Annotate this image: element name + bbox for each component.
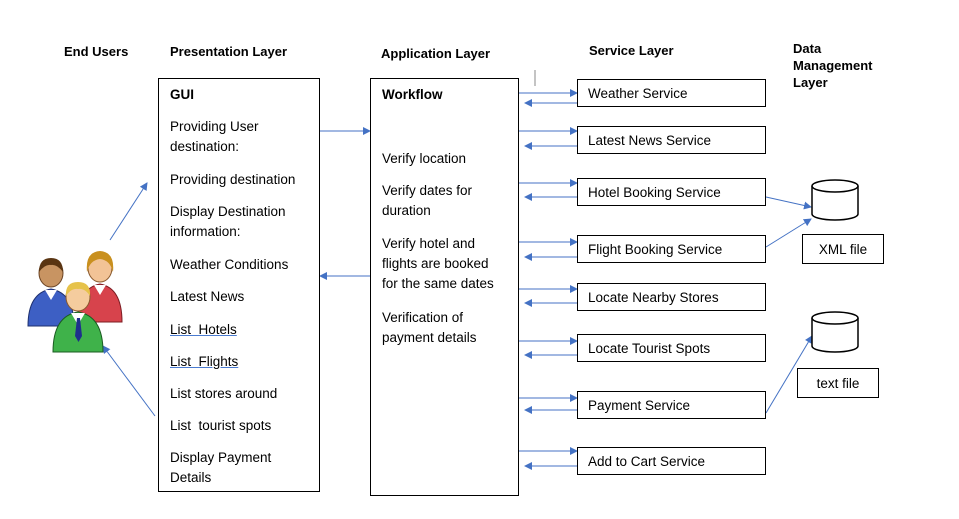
pres-item-link: List Flights xyxy=(170,354,239,369)
workflow-title: Workflow xyxy=(382,87,443,102)
service-add-to-cart: Add to Cart Service xyxy=(577,447,766,475)
service-flight-booking: Flight Booking Service xyxy=(577,235,766,263)
pres-item: Providing destination xyxy=(170,172,296,187)
text-database-icon xyxy=(811,311,859,353)
users-group-icon xyxy=(27,251,123,353)
payment-to-text-arrow xyxy=(765,335,813,414)
pres-item: List tourist spots xyxy=(170,418,272,433)
pres-item: Latest News xyxy=(170,289,245,304)
hotel-to-xml-arrow xyxy=(765,196,812,210)
app-item: Verify dates for duration xyxy=(382,183,473,218)
xml-file-label: XML file xyxy=(802,234,884,264)
service-tourist-spots: Locate Tourist Spots xyxy=(577,334,766,362)
app-item: Verification of payment details xyxy=(382,310,477,345)
service-weather: Weather Service xyxy=(577,79,766,107)
header-end-users: End Users xyxy=(64,44,129,59)
service-payment: Payment Service xyxy=(577,391,766,419)
header-presentation-layer: Presentation Layer xyxy=(170,44,288,59)
presentation-layer-box xyxy=(158,78,320,492)
gui-title: GUI xyxy=(170,87,195,102)
text-file-label: text file xyxy=(797,368,879,398)
pres-item: Weather Conditions xyxy=(170,257,289,272)
service-hotel-booking: Hotel Booking Service xyxy=(577,178,766,206)
service-nearby-stores: Locate Nearby Stores xyxy=(577,283,766,311)
pres-item: List stores around xyxy=(170,386,278,401)
header-application-layer: Application Layer xyxy=(381,46,491,61)
app-item: Verify location xyxy=(382,151,467,166)
xml-database-icon xyxy=(811,179,859,221)
pres-item: Display Payment Details xyxy=(170,450,272,485)
application-layer-box xyxy=(370,78,519,496)
pres-item: Display Destination information: xyxy=(170,204,286,239)
app-item: Verify hotel and flights are booked for … xyxy=(382,236,494,291)
header-data-management-layer: Data Management Layer xyxy=(793,41,873,90)
users-to-presentation-arrow xyxy=(109,182,148,241)
service-latest-news: Latest News Service xyxy=(577,126,766,154)
flight-to-xml-arrow xyxy=(765,218,812,248)
pres-item-link: List Hotels xyxy=(170,322,237,337)
header-service-layer: Service Layer xyxy=(589,43,674,58)
presentation-to-users-arrow xyxy=(102,345,156,417)
pres-item: Providing User destination: xyxy=(170,119,259,154)
